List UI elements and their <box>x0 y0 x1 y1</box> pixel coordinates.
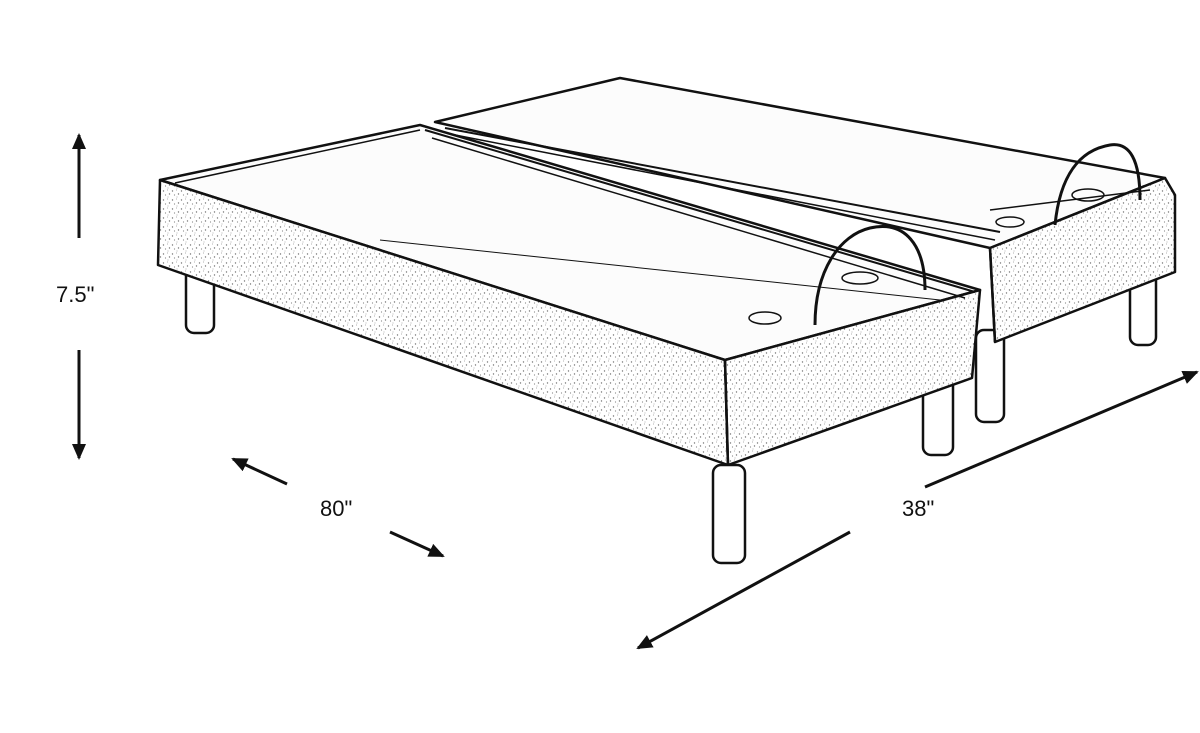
retainer-bar-left <box>813 225 927 326</box>
width-arrow-right <box>924 370 1199 489</box>
length-arrow-left <box>231 457 288 486</box>
left-base <box>156 123 982 565</box>
control-port <box>995 216 1025 228</box>
control-port <box>1071 188 1105 202</box>
dimension-arrows <box>72 133 1199 650</box>
leg <box>711 463 747 565</box>
leg <box>974 328 1006 424</box>
control-port <box>748 311 782 325</box>
length-dimension-label: 80" <box>320 496 353 521</box>
length-arrow-right <box>389 530 445 558</box>
control-port <box>841 271 879 285</box>
height-dimension-label: 7.5" <box>56 282 95 307</box>
width-arrow-left <box>636 530 851 650</box>
width-dimension-label: 38" <box>902 496 935 521</box>
retainer-bar-right <box>1053 143 1142 226</box>
right-base <box>433 76 1177 424</box>
